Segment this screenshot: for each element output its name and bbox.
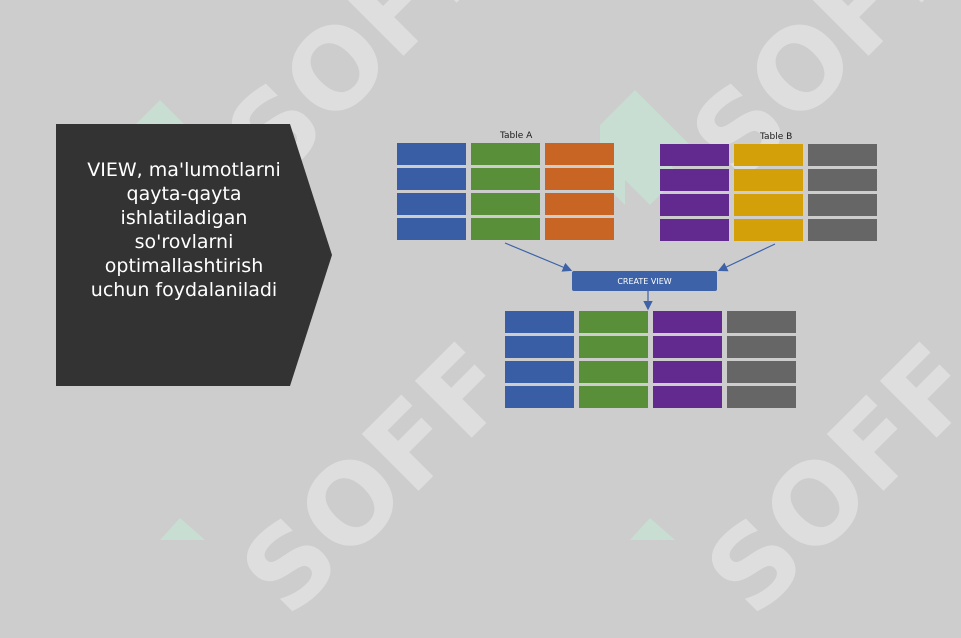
table-b (660, 144, 877, 241)
view-diagram: Table A Table B CREATE VIEW (397, 131, 877, 408)
table-a-cell-blue (397, 143, 466, 165)
table-b-cell-yellow (734, 144, 803, 166)
table-b-cell-gray (808, 169, 877, 191)
create-view-label: CREATE VIEW (617, 277, 671, 286)
result-cell-purple (653, 336, 722, 358)
result-cell-blue (505, 311, 574, 333)
table-a-cell-blue (397, 193, 466, 215)
result-cell-purple (653, 311, 722, 333)
table-a-cell-green (471, 218, 540, 240)
connector-arrow-b (717, 243, 776, 272)
result-cell-gray (727, 311, 796, 333)
table-b-cell-yellow (734, 169, 803, 191)
table-a-cell-orange (545, 143, 614, 165)
table-b-cell-purple (660, 169, 729, 191)
callout-text: VIEW, ma'lumotlarni qayta-qayta ishlatil… (87, 159, 281, 301)
create-view-button (572, 271, 717, 291)
table-b-cell-purple (660, 144, 729, 166)
result-cell-blue (505, 361, 574, 383)
result-cell-green (579, 311, 648, 333)
result-cell-blue (505, 386, 574, 408)
result-cell-gray (727, 361, 796, 383)
result-cell-green (579, 386, 648, 408)
table-a-cell-orange (545, 168, 614, 190)
callout-arrow-shape (56, 124, 332, 386)
result-view-table (505, 311, 796, 408)
result-cell-blue (505, 336, 574, 358)
table-a (397, 143, 614, 240)
table-a-cell-green (471, 143, 540, 165)
table-b-cell-gray (808, 194, 877, 216)
result-cell-gray (727, 336, 796, 358)
result-cell-purple (653, 361, 722, 383)
table-a-cell-orange (545, 193, 614, 215)
table-a-cell-orange (545, 218, 614, 240)
table-b-cell-gray (808, 219, 877, 241)
result-cell-green (579, 336, 648, 358)
connector-arrow-a (504, 242, 573, 272)
table-b-cell-purple (660, 219, 729, 241)
table-b-cell-gray (808, 144, 877, 166)
table-b-cell-purple (660, 194, 729, 216)
result-cell-green (579, 361, 648, 383)
result-cell-gray (727, 386, 796, 408)
table-a-cell-green (471, 193, 540, 215)
result-cell-purple (653, 386, 722, 408)
table-a-cell-blue (397, 218, 466, 240)
table-a-cell-blue (397, 168, 466, 190)
table-a-label: Table A (499, 131, 533, 141)
table-b-label: Table B (759, 132, 792, 142)
table-b-cell-yellow (734, 219, 803, 241)
table-b-cell-yellow (734, 194, 803, 216)
table-a-cell-green (471, 168, 540, 190)
